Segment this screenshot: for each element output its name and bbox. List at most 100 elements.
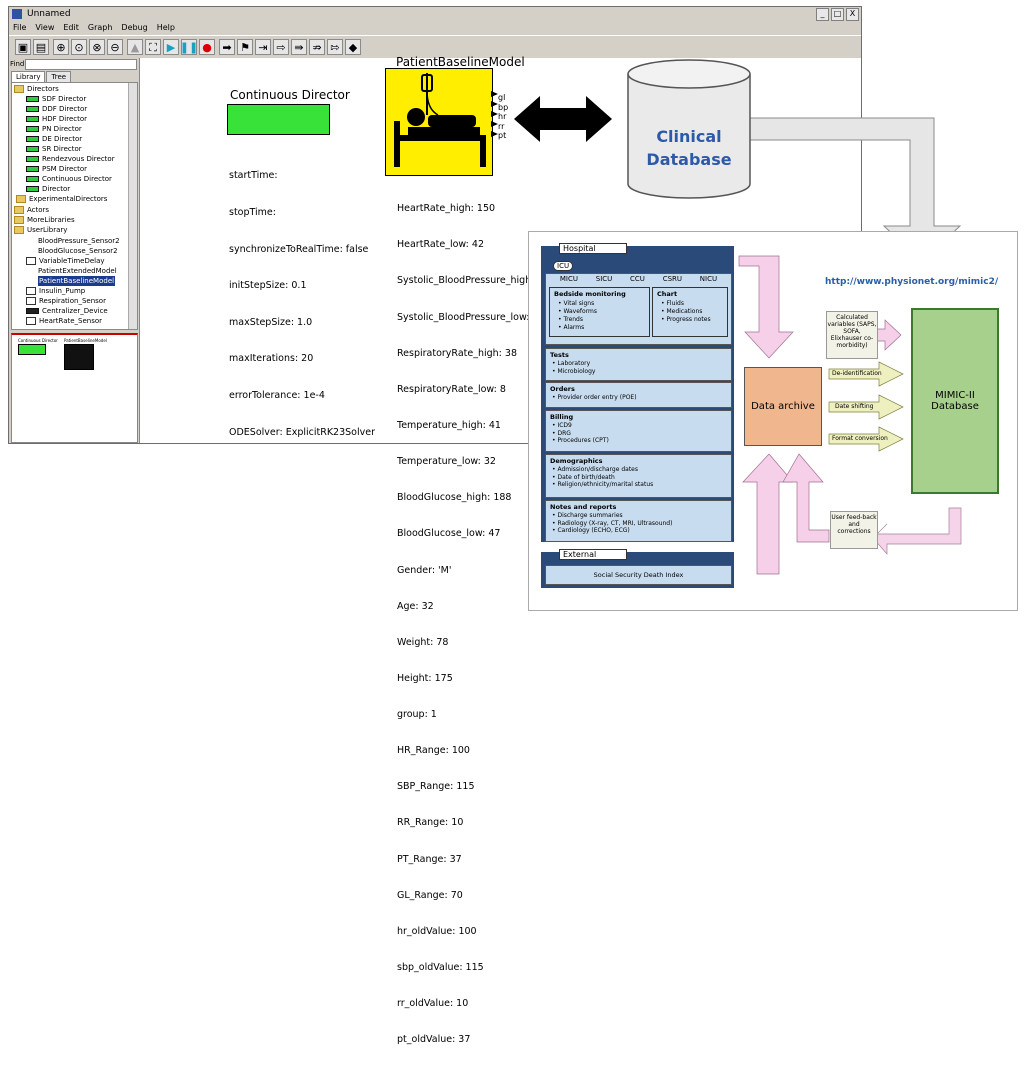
menu-graph[interactable]: Graph [87,23,113,32]
tree-item[interactable]: Continuous Director [26,174,112,184]
menu-debug[interactable]: Debug [121,23,148,32]
folder-icon [16,195,26,203]
director-param: startTime: [229,170,278,182]
tree-item[interactable]: PatientExtendedModel [38,267,117,275]
maximize-button[interactable]: □ [831,8,844,21]
model-title: PatientBaselineModel [396,55,525,69]
tree-item[interactable]: HDF Director [26,114,87,124]
format-conversion-label: Format conversion [832,435,888,442]
pause-icon[interactable]: ❚❚ [179,39,199,55]
find-input[interactable] [25,59,137,70]
arrow-bar-icon[interactable]: ⇥ [255,39,271,55]
tree-item[interactable]: DE Director [26,134,82,144]
sync-arrow-icon[interactable]: ⇏ [309,39,325,55]
flag-icon[interactable]: ⚑ [237,39,253,55]
tree-item[interactable]: Respiration_Sensor [26,296,106,306]
folder-icon [14,85,24,93]
library-panel: Find: Library Tree Directors SDF Directo… [9,58,140,443]
menu-file[interactable]: File [13,23,27,32]
window-title: Unnamed [27,9,71,19]
port-hr[interactable]: hr [498,112,507,121]
actor-icon [26,317,36,325]
zoom-fit-icon[interactable]: ⊗ [89,39,105,55]
tree-item[interactable]: Centralizer_Device [26,306,108,316]
library-tree: Directors SDF Director DDF Director HDF … [11,82,138,330]
double-arrow-icon[interactable]: ⇛ [291,39,307,55]
zoom-reset-icon[interactable]: ⊙ [71,39,87,55]
tree-item-selected[interactable]: PatientBaselineModel [38,276,116,286]
folder-icon [14,216,24,224]
stop-icon[interactable]: ● [199,39,215,55]
tree-item[interactable]: UserLibrary [14,225,67,235]
tree-item[interactable]: SR Director [26,144,82,154]
tree-item[interactable]: PN Director [26,124,82,134]
save-icon[interactable]: ▣ [15,39,31,55]
diamond-icon[interactable]: ◆ [345,39,361,55]
menu-edit[interactable]: Edit [63,23,79,32]
zoom-out-icon[interactable]: ⊖ [107,39,123,55]
port-rr[interactable]: rr [498,121,505,131]
actor-icon [26,297,36,305]
up-icon[interactable]: ▲ [127,39,143,55]
user-feedback-box: User feed-back and corrections [830,511,878,549]
arrow-right-icon[interactable]: ➡ [219,39,235,55]
model-param: HeartRate_low: 42 [397,239,484,251]
tab-tree[interactable]: Tree [46,71,72,82]
patient-baseline-model-actor[interactable] [385,68,493,176]
graph-preview[interactable]: Continuous Director PatientBaselineModel [11,333,138,443]
actor-icon [26,287,36,295]
mimic-arrows [738,255,962,575]
close-button[interactable]: X [846,8,859,21]
port-bp[interactable]: bp [498,102,509,112]
deid-arrow [828,361,904,387]
tree-item[interactable]: HeartRate_Sensor [26,316,102,326]
tree-item[interactable]: Insulin_Pump [26,286,85,296]
data-archive-box: Data archive [744,367,822,446]
hospital-label: Hospital [559,243,627,254]
tree-item[interactable]: Director [26,184,70,194]
folder-icon [14,206,24,214]
mimic-db-label-line2: Database [931,401,979,412]
director-icon [26,146,39,152]
hollow-arrow-icon[interactable]: ⇰ [327,39,343,55]
tree-item[interactable]: BloodGlucose_Sensor2 [38,247,118,255]
model-param: RespiratoryRate_high: 38 [397,347,517,359]
date-shift-arrow [828,394,904,420]
menu-help[interactable]: Help [156,23,175,32]
minimize-button[interactable]: _ [816,8,829,21]
continuous-director-box[interactable] [227,104,330,135]
tree-item[interactable]: SDF Director [26,94,86,104]
database-label-line1: Clinical [656,127,722,146]
print-icon[interactable]: ▤ [33,39,49,55]
tree-item[interactable]: Actors [14,205,49,215]
outline-arrow-icon[interactable]: ⇨ [273,39,289,55]
icu-label: ICU [553,261,574,271]
tree-item[interactable]: PSM Director [26,164,87,174]
tree-item[interactable]: Rendezvous Director [26,154,115,164]
tree-item[interactable]: Directors [14,84,59,94]
menu-view[interactable]: View [35,23,55,32]
db-to-feedback-arrow [872,507,962,555]
fullscreen-icon[interactable]: ⛶ [145,39,161,55]
tree-item[interactable]: ExperimentalDirectors [16,194,107,204]
director-title: Continuous Director [230,88,350,102]
tree-item[interactable]: BloodPressure_Sensor2 [38,237,120,245]
model-param: Gender: 'M' [397,564,452,576]
zoom-in-icon[interactable]: ⊕ [53,39,69,55]
port-pt[interactable]: pt [498,131,507,140]
model-param: group: 1 [397,709,437,721]
physionet-url[interactable]: http://www.physionet.org/mimic2/ [825,277,999,287]
tab-library[interactable]: Library [11,71,46,82]
billing-section: Billing• ICD9• DRG• Procedures (CPT) [545,410,732,452]
model-param: RespiratoryRate_low: 8 [397,383,506,395]
database-label-line2: Database [646,150,732,169]
tree-item[interactable]: VariableTimeDelay [26,256,105,266]
tree-item[interactable]: DDF Director [26,104,87,114]
port-gl[interactable]: gl [498,93,506,102]
tree-item[interactable]: MoreLibraries [14,215,75,225]
director-icon [26,136,39,142]
run-icon[interactable]: ▶ [163,39,179,55]
tree-scrollbar[interactable] [128,83,137,329]
mimic-ii-database-box: MIMIC-II Database [911,308,999,494]
